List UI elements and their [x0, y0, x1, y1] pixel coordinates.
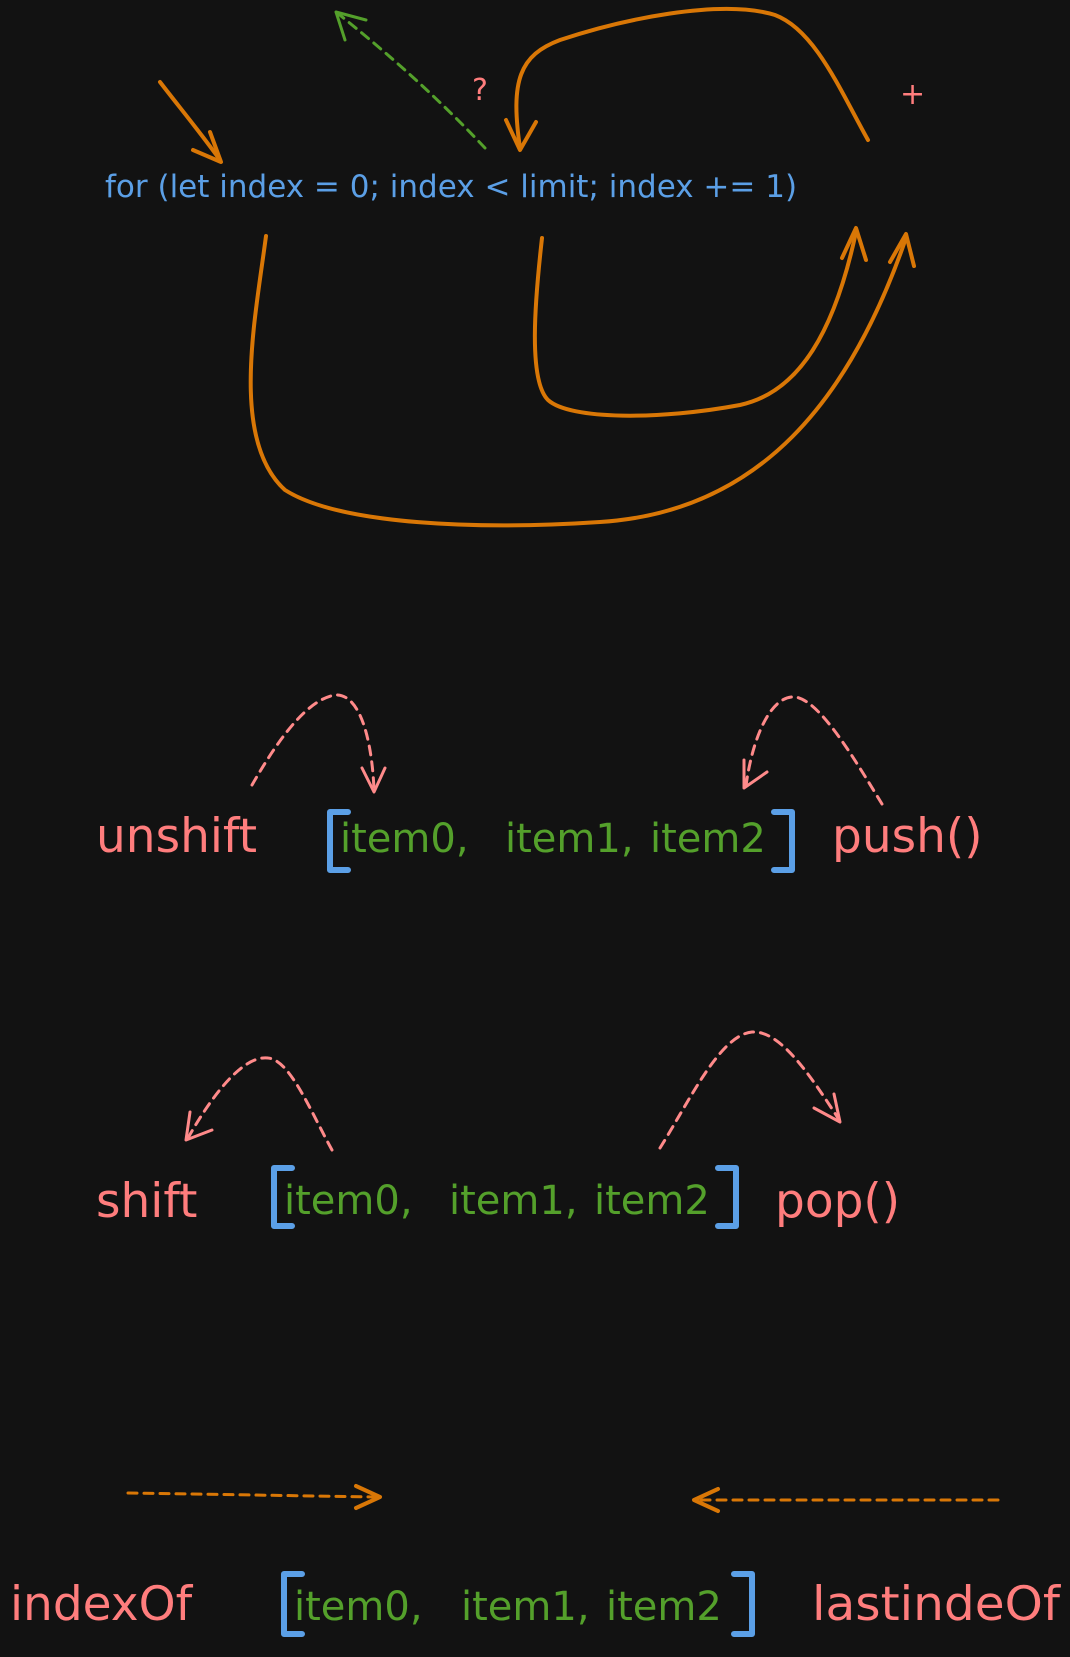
- array-item-1: item1,: [461, 1584, 590, 1630]
- indexof-arrow-head: [354, 1484, 382, 1510]
- array-item-1: item1,: [449, 1178, 578, 1224]
- shift-label: shift: [96, 1174, 197, 1229]
- entry-arrow-head: [191, 130, 223, 164]
- pop-arrow-head: [812, 1092, 842, 1124]
- for-loop-section: ? + for (let index = 0; index < limit; i…: [105, 6, 925, 528]
- pop-arrow: [658, 1030, 840, 1150]
- plus-mark: +: [900, 77, 925, 112]
- loop-back-arrow: [514, 6, 870, 150]
- unshift-arrow: [250, 693, 376, 792]
- array-item-2: item2: [650, 816, 766, 862]
- shift-arrow: [186, 1056, 334, 1152]
- right-bracket: [715, 1165, 739, 1229]
- push-label: push(): [832, 809, 983, 864]
- loop-back-arrow-head: [504, 118, 538, 152]
- array-item-0: item0,: [340, 816, 469, 862]
- condition-arrow: [532, 230, 858, 418]
- condition-arrow-head: [840, 226, 868, 262]
- array-item-2: item2: [594, 1178, 710, 1224]
- lastindexof-label: lastindeOf: [812, 1577, 1061, 1632]
- unshift-arrow-head: [360, 766, 387, 794]
- body-arrow: [248, 234, 908, 528]
- array-item-2: item2: [606, 1584, 722, 1630]
- left-bracket: [281, 1571, 305, 1637]
- indexof-row: indexOf item0, item1, item2 lastindeOf: [10, 1484, 1061, 1637]
- indexof-label: indexOf: [10, 1577, 194, 1632]
- shift-arrow-head: [184, 1110, 214, 1142]
- indexof-arrow: [126, 1491, 380, 1499]
- loop-code: for (let index = 0; index < limit; index…: [105, 169, 797, 205]
- shift-pop-row: shift item0, item1, item2 pop(): [96, 1030, 900, 1229]
- array-item-1: item1,: [505, 816, 634, 862]
- body-arrow-head: [888, 232, 916, 268]
- entry-arrow: [158, 80, 222, 162]
- unshift-label: unshift: [96, 809, 257, 864]
- left-bracket: [327, 809, 351, 873]
- right-bracket: [731, 1571, 755, 1637]
- pop-label: pop(): [775, 1174, 900, 1229]
- question-mark: ?: [472, 73, 488, 108]
- exit-arrow-head: [334, 10, 368, 42]
- exit-arrow: [334, 10, 487, 150]
- unshift-push-row: unshift item0, item1, item2 push(): [96, 693, 983, 873]
- left-bracket: [271, 1165, 295, 1229]
- right-bracket: [771, 809, 795, 873]
- array-item-0: item0,: [284, 1178, 413, 1224]
- push-arrow: [744, 695, 884, 806]
- push-arrow-head: [742, 758, 769, 790]
- array-item-0: item0,: [294, 1584, 423, 1630]
- lastindexof-arrow-head: [692, 1487, 720, 1513]
